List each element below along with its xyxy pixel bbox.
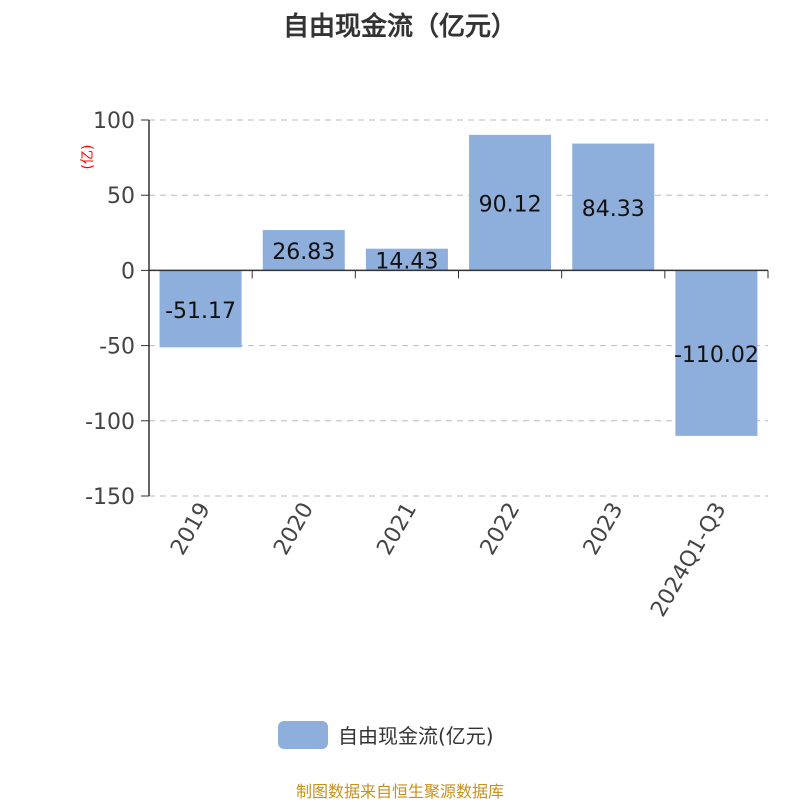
bar	[572, 143, 655, 271]
data-label: 90.12	[479, 193, 542, 218]
y-tick-label: 50	[107, 184, 135, 209]
x-tick-label: 2022	[476, 499, 526, 560]
source-footer: 制图数据来自恒生聚源数据库	[295, 782, 504, 801]
bar	[469, 134, 552, 271]
y-tick-label: -50	[99, 335, 135, 360]
y-tick-label: -100	[85, 410, 135, 435]
bar	[675, 270, 758, 436]
data-label: 84.33	[582, 197, 645, 222]
x-tick-label: 2021	[372, 499, 422, 560]
legend-swatch	[278, 720, 328, 749]
x-tick-label: 2020	[269, 499, 319, 560]
data-label: -110.02	[674, 343, 759, 368]
bar	[365, 248, 448, 271]
x-tick-label: 2023	[579, 499, 629, 560]
data-label: 26.83	[272, 240, 335, 265]
x-tick-label: 2024Q1-Q3	[646, 499, 731, 622]
bar	[159, 270, 242, 348]
data-label: -51.17	[165, 299, 236, 324]
y-axis-unit-label: (亿)	[80, 145, 96, 170]
chart-title: 自由现金流（亿元）	[282, 12, 517, 42]
legend[interactable]: 自由现金流(亿元)	[278, 720, 494, 749]
y-tick-label: 100	[93, 109, 135, 134]
y-tick-label: 0	[121, 259, 135, 284]
bar	[262, 230, 345, 271]
y-tick-label: -150	[85, 485, 135, 510]
x-tick-label: 2019	[166, 499, 216, 560]
legend-label: 自由现金流(亿元)	[338, 724, 494, 748]
